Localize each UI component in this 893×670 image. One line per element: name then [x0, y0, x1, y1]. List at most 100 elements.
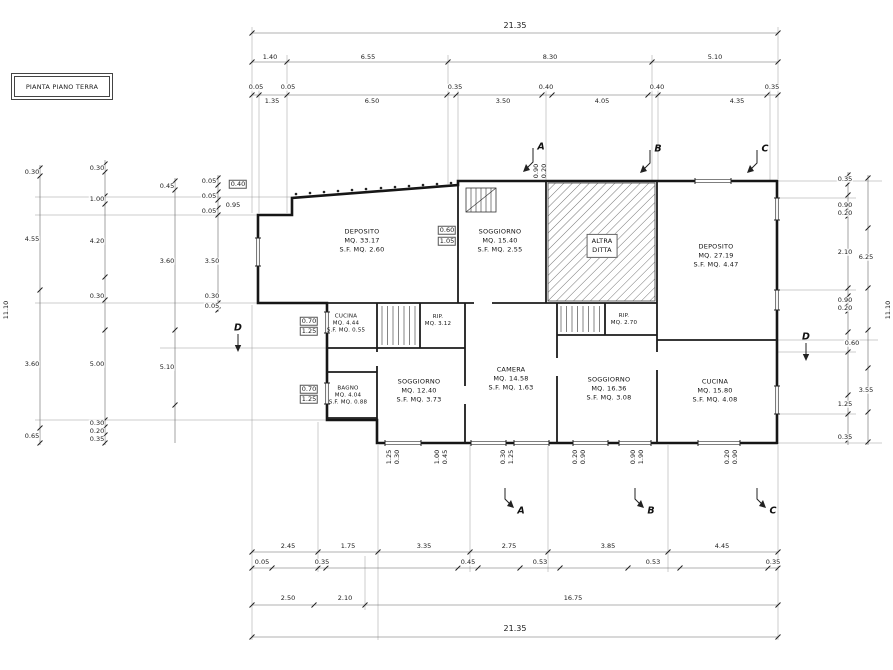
dim-label: 0.53	[644, 557, 662, 566]
dim-label: 0.35	[313, 557, 331, 566]
room-sf: S.F. MQ. 1.63	[488, 383, 534, 392]
dim-label: 0.60	[843, 338, 861, 347]
room-sf: S.F. MQ. 2.60	[339, 245, 385, 254]
dim-label: 5.10	[158, 362, 176, 371]
dim-label: 0.53	[531, 557, 549, 566]
room-name: SOGGIORNO	[397, 377, 441, 386]
room-label-rip-1: RIP. MQ. 3.12	[425, 314, 451, 328]
room-area: MQ. 12.40	[401, 386, 437, 395]
room-sf: S.F. MQ. 0.55	[326, 327, 366, 334]
room-label-rip-2: RIP. MQ. 2.70	[611, 313, 637, 327]
dim-label: 0.95	[224, 200, 242, 209]
room-sf: S.F. MQ. 2.55	[477, 245, 523, 254]
room-sf: S.F. MQ. 3.73	[396, 395, 442, 404]
dim-label: 0.30	[203, 291, 221, 300]
dim-label: 0.30	[23, 167, 41, 176]
windows-side	[255, 178, 780, 415]
room-area: MQ. 16.36	[591, 384, 627, 393]
dim-label: 21.35	[502, 624, 528, 633]
room-sf: S.F. MQ. 4.08	[692, 395, 738, 404]
dim-label: 0.30	[88, 418, 106, 427]
room-name: CAMERA	[496, 365, 526, 374]
room-name: RIP.	[432, 313, 444, 320]
room-label-soggiorno-3: SOGGIORNO MQ. 16.36 S.F. MQ. 3.08	[587, 375, 632, 402]
dim-label: 1.00	[432, 449, 441, 465]
dim-label: 3.60	[23, 359, 41, 368]
room-label-cucina-2: CUCINA MQ. 15.80 S.F. MQ. 4.08	[693, 377, 738, 404]
section-marker-c-bottom: C	[769, 505, 777, 517]
section-marker-b-bottom: B	[647, 505, 655, 517]
dim-label: 1.25	[299, 326, 319, 336]
dim-label: 1.25	[836, 399, 854, 408]
room-label-cucina-1: CUCINA MQ. 4.44 S.F. MQ. 0.55	[327, 313, 365, 334]
dim-label: 6.50	[363, 96, 381, 105]
room-area: MQ. 2.70	[610, 320, 638, 326]
section-marker-c-top: C	[761, 143, 769, 155]
dim-label: 21.35	[502, 21, 528, 30]
dim-label: 2.75	[500, 541, 518, 550]
room-name: BAGNO	[337, 385, 359, 392]
dim-label: 0.05	[253, 557, 271, 566]
dim-label: 0.05	[247, 82, 265, 91]
section-marker-a-top: A	[537, 141, 545, 153]
dim-label: 0.20	[722, 449, 731, 465]
room-area: MQ. 4.04	[334, 392, 362, 399]
section-arrowheads	[234, 164, 810, 508]
dim-label: 11.10	[1, 300, 10, 320]
dim-label: 0.05	[200, 191, 218, 200]
dim-label: 0.05	[200, 176, 218, 185]
dim-label: 0.30	[88, 163, 106, 172]
dim-label: 4.35	[728, 96, 746, 105]
dim-label: 3.50	[203, 256, 221, 265]
room-name: CUCINA	[701, 377, 729, 386]
dim-label: 11.10	[883, 300, 892, 320]
room-label-soggiorno-1: SOGGIORNO MQ. 15.40 S.F. MQ. 2.55	[478, 227, 523, 254]
room-name: DITTA	[592, 246, 612, 254]
room-name: CUCINA	[334, 313, 358, 320]
dim-label: 1.25	[506, 449, 515, 465]
dim-label: 0.60	[437, 225, 457, 235]
dim-label: 0.90	[836, 200, 854, 209]
section-arrows	[237, 148, 807, 507]
room-label-soggiorno-2: SOGGIORNO MQ. 12.40 S.F. MQ. 3.73	[397, 377, 442, 404]
dim-label: 4.20	[88, 236, 106, 245]
room-label-deposito-2: DEPOSITO MQ. 27.19 S.F. MQ. 4.47	[694, 242, 739, 269]
dim-label: 0.70	[299, 384, 319, 394]
room-area: MQ. 4.44	[332, 320, 360, 327]
door-openings	[374, 300, 660, 404]
plan-title-box: PIANTA PIANO TERRA	[11, 73, 113, 100]
room-label-altra-ditta: ALTRA DITTA	[586, 233, 618, 259]
dim-label: 0.40	[537, 82, 555, 91]
dim-label: 0.05	[200, 206, 218, 215]
room-sf: S.F. MQ. 4.47	[693, 260, 739, 269]
room-label-bagno: BAGNO MQ. 4.04 S.F. MQ. 0.88	[329, 385, 367, 406]
dim-label: 0.35	[446, 82, 464, 91]
dim-label: 0.40	[648, 82, 666, 91]
dim-label: 0.90	[628, 449, 637, 465]
dim-label: 1.40	[261, 52, 279, 61]
dim-label: 0.70	[299, 316, 319, 326]
room-name: SOGGIORNO	[587, 375, 631, 384]
room-name: SOGGIORNO	[478, 227, 522, 236]
dim-label: 4.45	[713, 541, 731, 550]
dim-label: 3.50	[494, 96, 512, 105]
dim-label: 6.55	[359, 52, 377, 61]
dimension-ticks	[37, 30, 871, 640]
dim-label: 0.20	[836, 208, 854, 217]
stairs	[381, 187, 600, 345]
column-dots	[294, 181, 453, 196]
dim-label: 0.90	[531, 163, 540, 179]
dim-label: 5.10	[706, 52, 724, 61]
room-name: DEPOSITO	[698, 242, 734, 251]
dim-label: 1.25	[299, 394, 319, 404]
section-marker-d-right: D	[802, 331, 810, 343]
dim-label: 2.50	[279, 593, 297, 602]
room-label-camera: CAMERA MQ. 14.58 S.F. MQ. 1.63	[489, 365, 534, 392]
dim-label: 2.10	[836, 247, 854, 256]
dim-label: 0.20	[836, 303, 854, 312]
dim-label: 1.75	[339, 541, 357, 550]
dim-label: 1.25	[384, 449, 393, 465]
dim-label: 0.40	[228, 179, 248, 189]
